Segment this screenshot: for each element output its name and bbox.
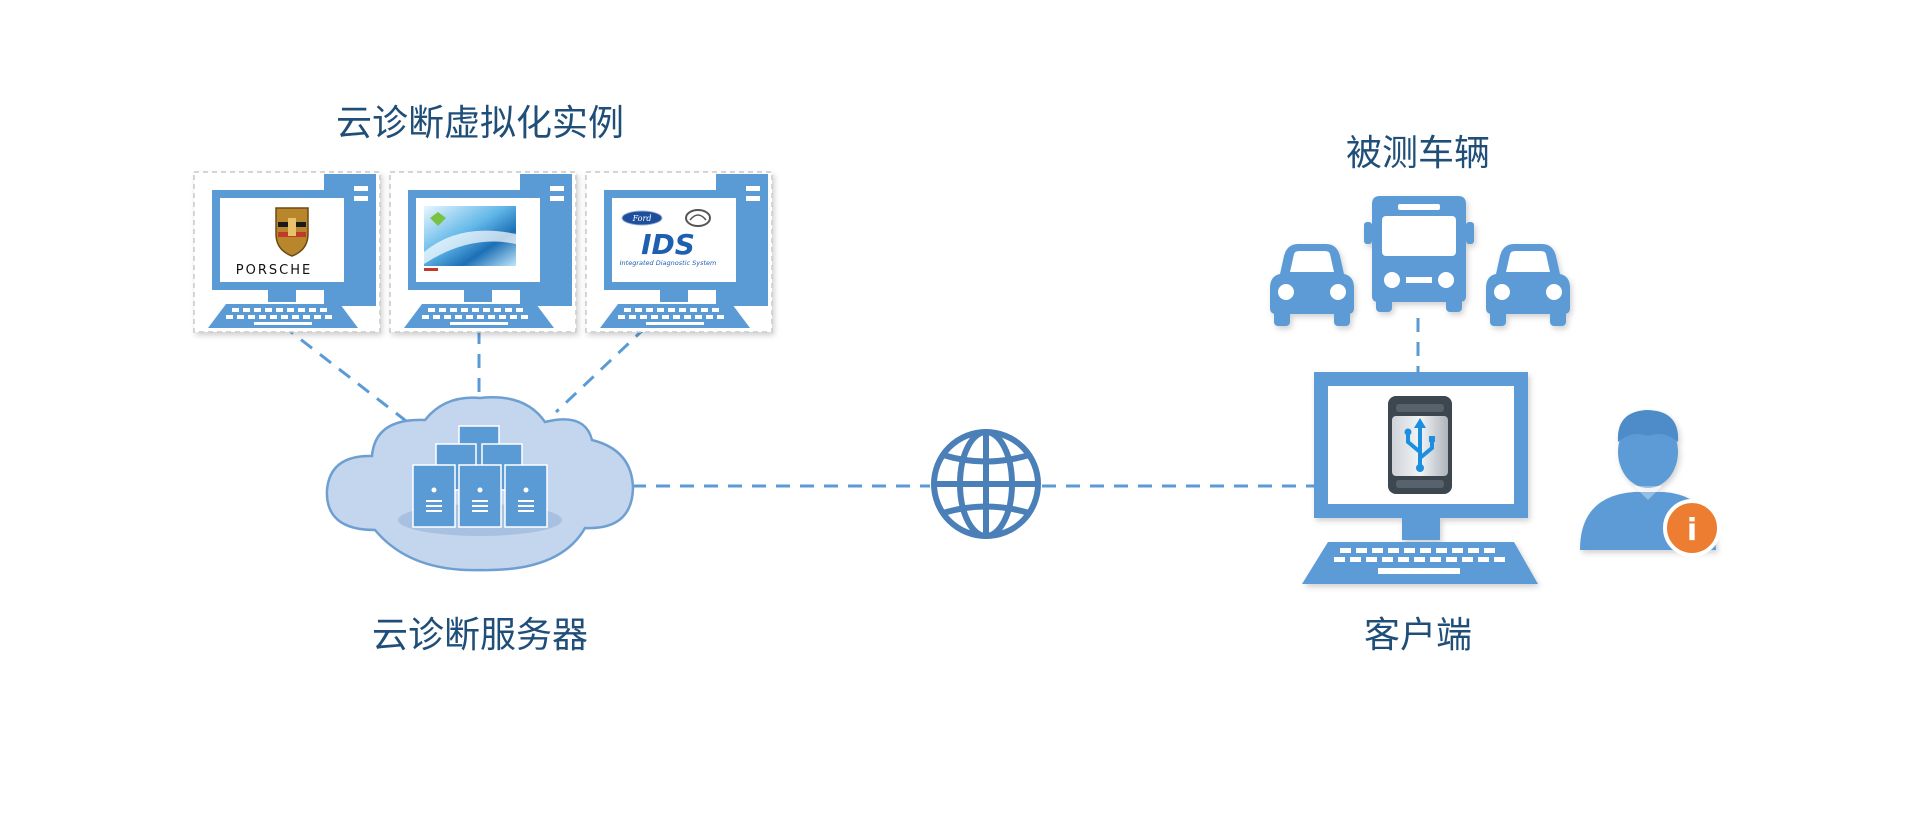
globe-icon [931,429,1041,539]
ford-logo-icon [621,210,663,226]
mazda-logo-icon [685,209,711,227]
client-label: 客户端 [1363,615,1472,656]
info-badge-text: i [1687,513,1697,548]
server-rack-icon [412,425,548,528]
cloud-server[interactable] [325,396,635,572]
server-label: 云诊断服务器 [371,615,588,656]
instance-pc-diagnostic[interactable] [389,171,577,333]
diagnostic-system-splash [424,206,516,271]
info-badge[interactable]: i [1663,499,1721,557]
ids-logo: IDS [641,228,695,261]
car-icon [1270,244,1354,326]
client-pc[interactable] [1302,372,1538,584]
vehicles-title: 被测车辆 [1345,133,1490,174]
server-slots [426,487,534,512]
vehicles-group [1270,196,1570,326]
instance-pc-porsche[interactable]: PORSCHE [193,171,381,333]
ford-logo-text: Ford [632,214,652,223]
connector-lines [281,318,1420,488]
instance-pc-ids[interactable]: Ford IDS Integrated Diagnostic System [585,171,773,333]
ids-caption: Integrated Diagnostic System [620,259,717,267]
porsche-crest-icon [275,207,309,257]
porsche-wordmark: PORSCHE [236,263,312,278]
connector-pc3-cloud [554,325,648,414]
usb-vci-icon [1388,396,1452,494]
connector-pc1-cloud [281,323,411,426]
car-icon [1486,244,1570,326]
instances-title: 云诊断虚拟化实例 [335,103,624,144]
bus-icon [1364,196,1474,312]
virtual-instances: PORSCHE Ford IDS Integrated Diagn [193,171,773,333]
